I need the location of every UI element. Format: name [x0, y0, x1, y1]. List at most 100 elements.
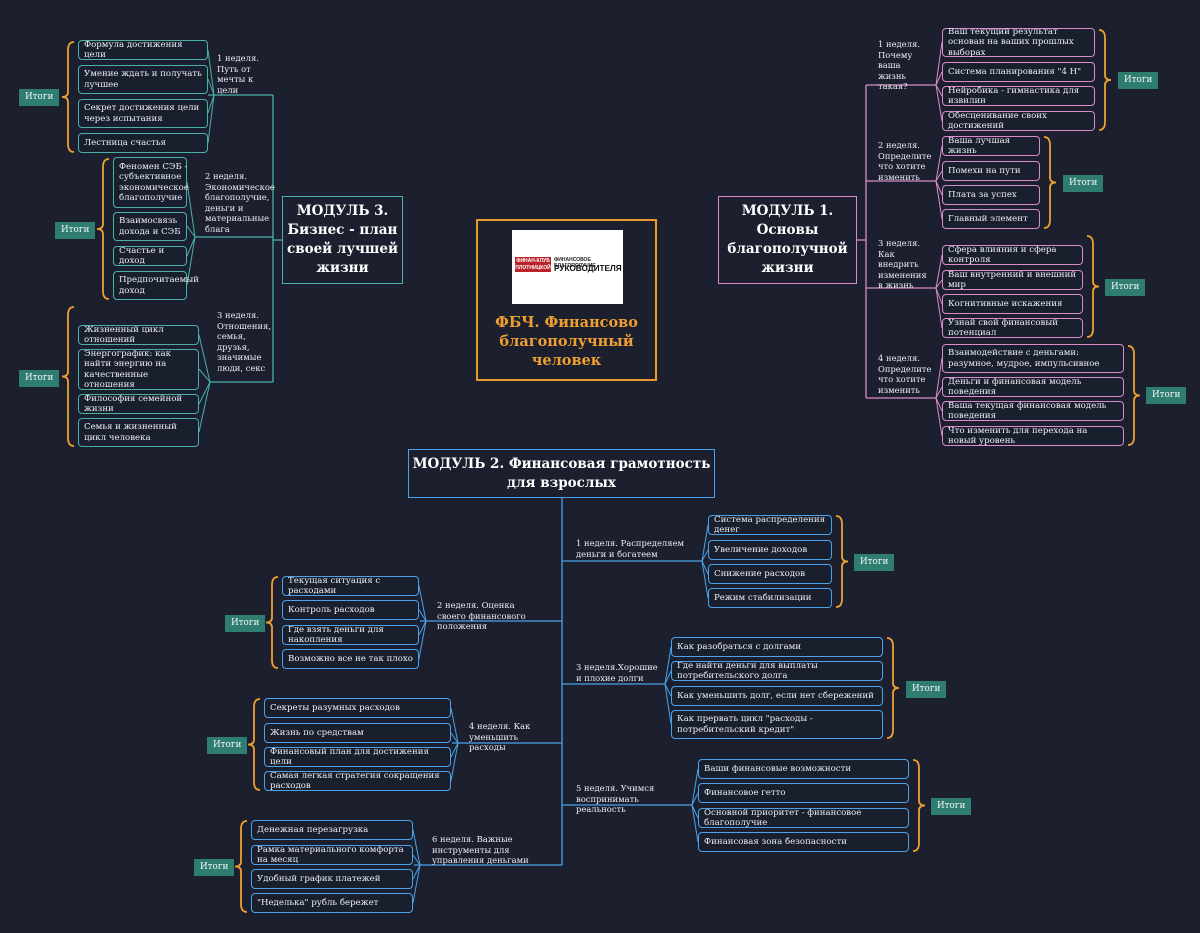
connector	[207, 94, 215, 144]
m2-w4-item[interactable]: Жизнь по средствам	[264, 723, 451, 743]
m1-w1-item[interactable]: Нейробика - гимнастика для извилин	[942, 86, 1095, 106]
m2-w2-item[interactable]: Текущая ситуация с расходами	[282, 576, 419, 596]
m1-w2-summary[interactable]: Итоги	[1063, 175, 1104, 192]
m2-week2-label[interactable]: 2 неделя. Оценка своего финансового поло…	[437, 600, 526, 631]
m2-w6-item[interactable]: "Неделька" рубль бережет	[251, 893, 413, 913]
m3-w2-item[interactable]: Предпочитаемый доход	[113, 271, 199, 300]
m1-w4-summary[interactable]: Итоги	[1146, 387, 1187, 404]
m2-w1-summary[interactable]: Итоги	[854, 554, 895, 571]
connector	[935, 41, 943, 86]
club-logo: ФИНАН-КЛУБ ПЛОТНИЦКОЙ ФИНАНСОВОЕ БЛАГОПО…	[512, 230, 623, 304]
m3-w3-item[interactable]: Жизненный цикл отношений	[78, 325, 199, 345]
m1-w4-item[interactable]: Взаимодействие с деньгами: разумное, муд…	[942, 344, 1124, 373]
m2-w6-item[interactable]: Удобный график платежей	[251, 869, 413, 889]
m2-w5-item[interactable]: Ваши финансовые возможности	[698, 759, 909, 779]
m2-w6-summary[interactable]: Итоги	[194, 859, 235, 876]
m2-w5-item[interactable]: Основной приоритет - финансовое благопол…	[698, 808, 909, 828]
m3-w1-item[interactable]: Лестница счастья	[78, 133, 208, 153]
m1-w3-summary[interactable]: Итоги	[1105, 279, 1146, 296]
m2-week1-label[interactable]: 1 неделя. Распределяем деньги и богатеем	[576, 538, 684, 559]
m1-w1-item[interactable]: Ваш текущий результат основан на ваших п…	[942, 27, 1095, 58]
connector	[418, 609, 427, 622]
m1-w1-summary[interactable]: Итоги	[1118, 72, 1159, 89]
summary-brace	[835, 515, 849, 608]
central-topic[interactable]: ФИНАН-КЛУБ ПЛОТНИЦКОЙ ФИНАНСОВОЕ БЛАГОПО…	[476, 219, 657, 381]
logo-badge: ФИНАН-КЛУБ ПЛОТНИЦКОЙ	[515, 257, 551, 272]
m3-w1-summary[interactable]: Итоги	[19, 89, 60, 106]
m2-w2-item[interactable]: Где взять деньги для накопления	[282, 625, 419, 645]
connector	[935, 357, 943, 399]
m2-w4-summary[interactable]: Итоги	[207, 737, 248, 754]
m2-w4-item[interactable]: Финансовый план для достижения цели	[264, 747, 451, 767]
m2-w1-item[interactable]: Снижение расходов	[708, 564, 832, 584]
m2-w4-item[interactable]: Самая легкая стратегия сокращения расход…	[264, 771, 451, 791]
m2-w3-item[interactable]: Как прервать цикл "расходы - потребитель…	[671, 710, 883, 739]
connector	[198, 381, 211, 433]
connector	[935, 287, 943, 329]
m1-w2-item[interactable]: Ваша лучшая жизнь	[942, 136, 1040, 156]
m2-w1-item[interactable]: Увеличение доходов	[708, 540, 832, 560]
m1-w3-item[interactable]: Сфера влияния и сфера контроля	[942, 245, 1083, 265]
m1-w4-item[interactable]: Деньги и финансовая модель поведения	[942, 377, 1124, 397]
connector	[412, 864, 421, 880]
connector	[418, 585, 427, 622]
m1-w2-item[interactable]: Плата за успех	[942, 185, 1040, 205]
m2-w6-item[interactable]: Рамка материального комфорта на месяц	[251, 845, 413, 865]
connector	[418, 620, 427, 636]
m3-w3-item[interactable]: Философия семейной жизни	[78, 394, 199, 414]
m2-w5-item[interactable]: Финансовая зона безопасности	[698, 832, 909, 852]
m1-w4-item[interactable]: Ваша текущая финансовая модель поведения	[942, 401, 1124, 421]
m2-w2-summary[interactable]: Итоги	[225, 615, 266, 632]
m3-week3-label[interactable]: 3 неделя. Отношения, семья, друзья, знач…	[217, 310, 271, 373]
connector	[664, 646, 672, 685]
m1-w4-item[interactable]: Что изменить для перехода на новый урове…	[942, 426, 1124, 446]
m2-week5-label[interactable]: 5 неделя. Учимся воспринимать реальность	[576, 783, 655, 814]
m1-w3-item[interactable]: Узнай свой финансовый потенциал	[942, 318, 1083, 338]
m2-week4-label[interactable]: 4 неделя. Как уменьшить расходы	[469, 721, 531, 752]
m2-w5-summary[interactable]: Итоги	[931, 798, 972, 815]
connector	[418, 620, 427, 660]
m2-w3-item[interactable]: Как уменьшить долг, если нет сбережений	[671, 686, 883, 706]
m2-w1-item[interactable]: Режим стабилизации	[708, 588, 832, 608]
m1-w1-item[interactable]: Система планирования "4 Н"	[942, 62, 1095, 82]
m2-w1-item[interactable]: Система распределения денег	[708, 515, 832, 535]
m2-w6-item[interactable]: Денежная перезагрузка	[251, 820, 413, 840]
m3-w3-item[interactable]: Семья и жизненный цикл человека	[78, 418, 199, 447]
connector	[198, 381, 211, 405]
m3-week2-label[interactable]: 2 неделя. Экономическое благополучие, де…	[205, 171, 275, 234]
m2-w2-item[interactable]: Возможно все не так плохо	[282, 649, 419, 669]
m1-w2-item[interactable]: Главный элемент	[942, 209, 1040, 229]
m2-week6-label[interactable]: 6 неделя. Важные инструменты для управле…	[432, 834, 529, 865]
m3-w2-item[interactable]: Взаимосвязь дохода и СЭБ	[113, 212, 187, 241]
m3-w2-summary[interactable]: Итоги	[55, 222, 96, 239]
m2-w4-item[interactable]: Секреты разумных расходов	[264, 698, 451, 718]
m1-w3-item[interactable]: Ваш внутренний и внешний мир	[942, 270, 1083, 290]
m1-week3-label[interactable]: 3 неделя. Как внедрить изменения в жизнь	[878, 238, 927, 290]
m1-w1-item[interactable]: Обесценивание своих достижений	[942, 111, 1095, 131]
module1-title[interactable]: МОДУЛЬ 1. Основы благополучной жизни	[718, 196, 857, 284]
module3-title[interactable]: МОДУЛЬ 3. Бизнес - план своей лучшей жиз…	[282, 196, 403, 284]
m2-week3-label[interactable]: 3 неделя.Хорошие и плохие долги	[576, 662, 658, 683]
m1-week4-label[interactable]: 4 неделя. Определите что хотите изменить	[878, 353, 932, 395]
connector	[935, 397, 943, 437]
central-title: ФБЧ. Финансово благополучный человек	[495, 314, 638, 369]
m3-w3-summary[interactable]: Итоги	[19, 370, 60, 387]
m3-w2-item[interactable]: Счастье и доход	[113, 246, 187, 266]
module2-title[interactable]: МОДУЛЬ 2. Финансовая грамотность для взр…	[408, 449, 715, 498]
m2-w3-item[interactable]: Как разобраться с долгами	[671, 637, 883, 657]
m3-w1-item[interactable]: Секрет достижения цели через испытания	[78, 99, 208, 128]
m1-w2-item[interactable]: Помехи на пути	[942, 161, 1040, 181]
m3-w3-item[interactable]: Энергографик: как найти энергию на качес…	[78, 349, 199, 390]
m2-w3-summary[interactable]: Итоги	[906, 681, 947, 698]
m3-week1-label[interactable]: 1 неделя. Путь от мечты к цели	[217, 53, 259, 95]
m2-w3-item[interactable]: Где найти деньги для выплаты потребитель…	[671, 661, 883, 681]
m1-week2-label[interactable]: 2 неделя. Определите что хотите изменить	[878, 140, 932, 182]
m1-w3-item[interactable]: Когнитивные искажения	[942, 294, 1083, 314]
m3-w2-item[interactable]: Феномен СЭБ - субъективное экономическое…	[113, 157, 189, 208]
connector	[664, 670, 672, 685]
m2-w5-item[interactable]: Финансовое гетто	[698, 783, 909, 803]
m1-week1-label[interactable]: 1 неделя. Почему ваша жизнь такая?	[878, 39, 920, 91]
m2-w2-item[interactable]: Контроль расходов	[282, 600, 419, 620]
m3-w1-item[interactable]: Умение ждать и получать лучшее	[78, 65, 208, 94]
m3-w1-item[interactable]: Формула достижения цели	[78, 40, 208, 60]
